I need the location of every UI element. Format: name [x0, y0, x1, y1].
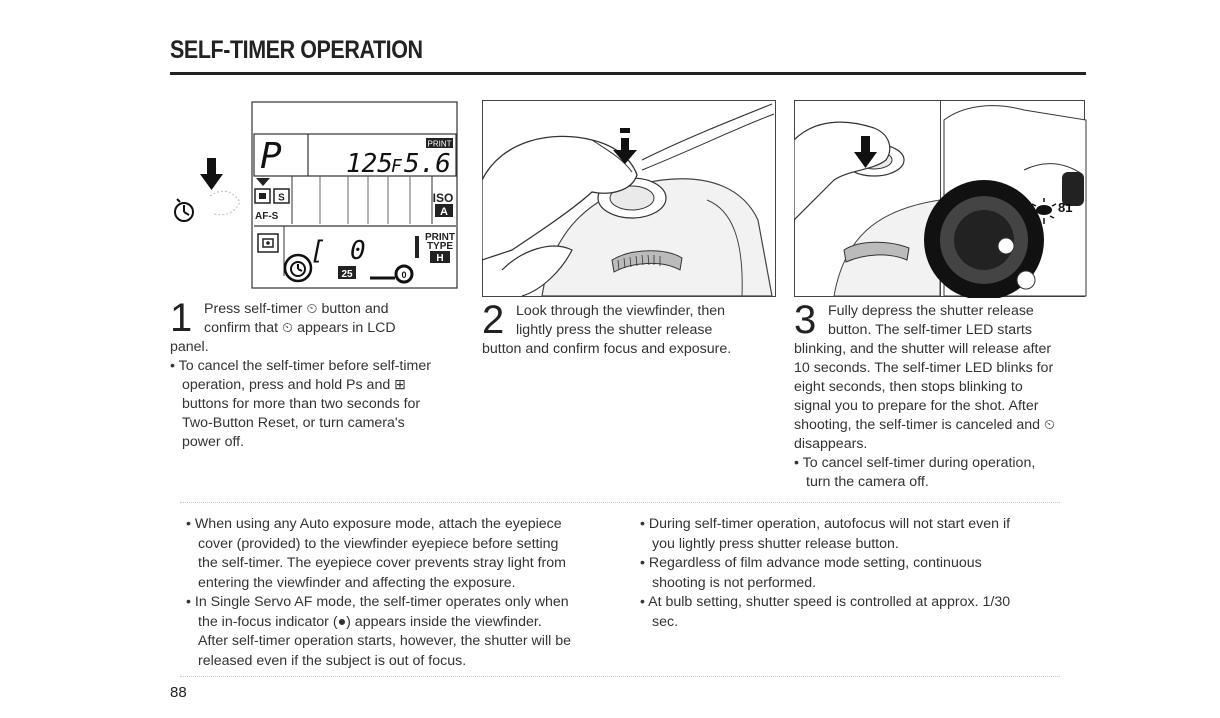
half-press-illustration [482, 100, 776, 297]
step-3-line-2: button. The self-timer LED starts [828, 322, 1032, 338]
step-1-line-2: confirm that ⏲ appears in LCD [204, 320, 396, 336]
lcd-iso-badge: A [440, 206, 448, 218]
lcd-print-type-line2: TYPE [427, 241, 453, 252]
note-left-1-line-4: entering the viewfinder and affecting th… [198, 574, 516, 591]
lcd-count-badge: 25 [341, 269, 353, 280]
full-press-arrow-icon [854, 136, 877, 168]
step-3-line-7: shooting, the self-timer is canceled and… [794, 417, 1056, 433]
step-1-bullet-1-line-1: • To cancel the self-timer before self-t… [170, 358, 431, 374]
step-1-bullet-1-line-2: operation, press and hold Ps and ⊞ [182, 377, 407, 393]
lcd-print-type-badge: H [436, 253, 443, 264]
lcd-aperture: 5.6 [404, 149, 451, 179]
full-press-illustration: 81 [794, 100, 1087, 298]
step-1-bullet-1-line-5: power off. [182, 434, 245, 450]
svg-text:[: [ [310, 236, 326, 266]
step-3-line-8: disappears. [794, 436, 868, 452]
notes-left: • When using any Auto exposure mode, att… [186, 515, 616, 671]
lcd-mode: P [260, 136, 282, 177]
lcd-count-value: 0 [401, 270, 406, 280]
lcd-shutter: 125 [346, 149, 393, 179]
step-3-line-4: 10 seconds. The self-timer LED blinks fo… [794, 360, 1054, 376]
lcd-bracket-label: S [278, 193, 285, 204]
note-right-3-line-2: sec. [652, 613, 679, 630]
scan-noise-bottom [180, 676, 1060, 679]
step-2-line-2: lightly press the shutter release [516, 322, 713, 338]
note-right-3-line-1: • At bulb setting, shutter speed is cont… [640, 594, 1011, 610]
page-title: SELF-TIMER OPERATION [170, 36, 423, 64]
page-number: 88 [170, 684, 187, 701]
svg-text:0: 0 [350, 236, 366, 266]
step-2-line-1: Look through the viewfinder, then [516, 303, 726, 319]
step-1-line-1: Press self-timer ⏲ button and [204, 301, 389, 317]
lcd-print-label: PRINT [428, 140, 452, 149]
self-timer-led-icon [1031, 198, 1057, 224]
note-right-2-line-1: • Regardless of film advance mode settin… [640, 555, 982, 571]
lcd-mode-display: P [260, 136, 282, 177]
step-1-bullet-1-line-4: Two-Button Reset, or turn camera's [182, 415, 405, 431]
self-timer-icon [174, 198, 194, 222]
title-rule [170, 72, 1086, 75]
scan-noise-top [180, 502, 1060, 505]
lcd-self-timer-icon [283, 253, 313, 283]
note-left-1-line-2: cover (provided) to the viewfinder eyepi… [198, 535, 559, 552]
note-left-2-line-3: After self-timer operation starts, howev… [198, 633, 571, 649]
lcd-aperture-prefix: F [391, 156, 403, 177]
note-left-2-line-4: released even if the subject is out of f… [198, 652, 467, 669]
note-left-1-line-3: the self-timer. The eyepiece cover preve… [198, 555, 566, 571]
step-3-number: 3 [794, 298, 817, 342]
step-3-text: Fully depress the shutter release button… [794, 302, 1094, 492]
lcd-print-type-line1: PRINT [425, 232, 455, 243]
note-left-2-line-2: the in-focus indicator (●) appears insid… [198, 613, 542, 630]
notes-right: • During self-timer operation, autofocus… [640, 515, 1080, 632]
step-3-bullet-1-line-2: turn the camera off. [806, 474, 929, 490]
step-1-bullet-1-line-3: buttons for more than two seconds for [182, 396, 421, 412]
note-right-1-line-1: • During self-timer operation, autofocus… [640, 516, 1011, 532]
step-1-line-3: panel. [170, 339, 209, 355]
step-1-text: Press self-timer ⏲ button and confirm th… [170, 300, 470, 452]
note-left-2-line-1: • In Single Servo AF mode, the self-time… [186, 594, 569, 610]
step-3-line-5: eight seconds, then stops blinking to [794, 379, 1023, 395]
step-3-line-3: blinking, and the shutter will release a… [794, 341, 1052, 357]
step-3-line-6: signal you to prepare for the shot. Afte… [794, 398, 1039, 414]
down-arrow-icon [200, 158, 223, 190]
note-right-1-line-2: you lightly press shutter release button… [652, 535, 899, 552]
step-2-text: Look through the viewfinder, then lightl… [482, 302, 782, 359]
step-3-bullet-1-line-1: • To cancel self-timer during operation, [794, 455, 1036, 471]
lcd-panel-illustration: P PRINT 125 F 5.6 S AF-S ISO A [ 0 PRINT… [174, 101, 458, 289]
step-2-number: 2 [482, 298, 505, 342]
note-right-2-line-2: shooting is not performed. [652, 574, 817, 591]
note-left-1-line-1: • When using any Auto exposure mode, att… [186, 516, 562, 532]
lcd-iso-label: ISO [433, 191, 454, 205]
step-1-number: 1 [170, 296, 193, 340]
step-2-line-3: button and confirm focus and exposure. [482, 341, 732, 357]
step-3-line-1: Fully depress the shutter release [828, 303, 1034, 319]
led-label: 81 [1058, 200, 1072, 215]
half-press-arrow-icon [613, 128, 637, 164]
lcd-af-label: AF-S [255, 211, 279, 222]
